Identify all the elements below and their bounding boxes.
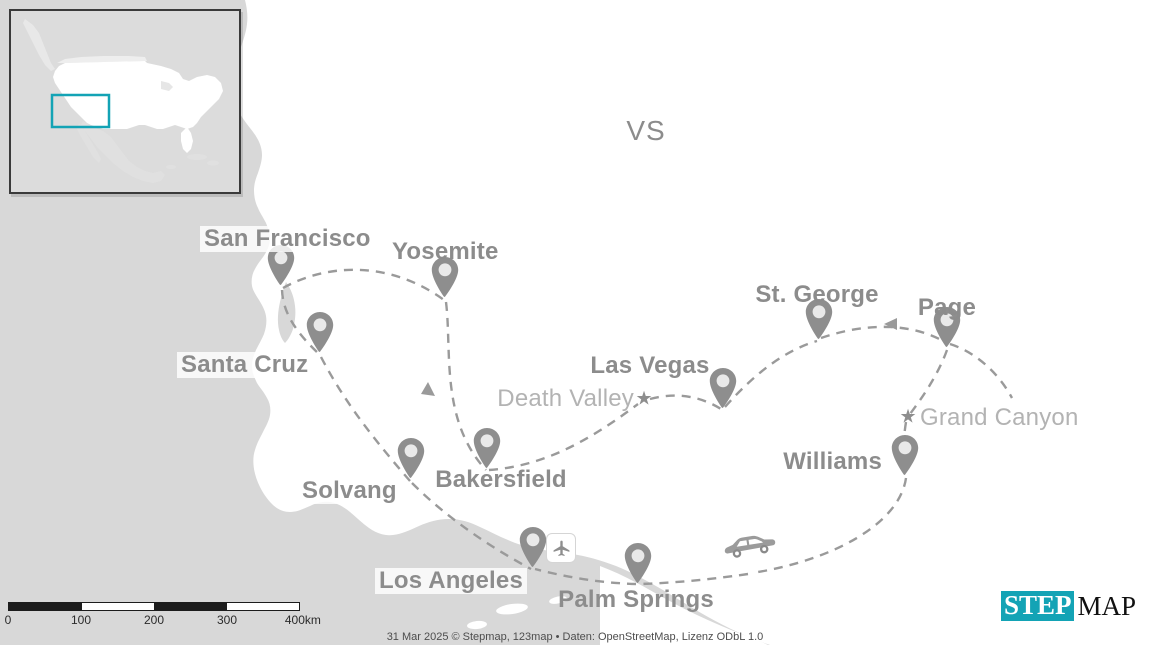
- map-label-grand-canyon: Grand Canyon: [920, 404, 1079, 431]
- map-label-san-francisco: San Francisco: [200, 226, 375, 252]
- inset-lakes: [161, 81, 173, 91]
- inset-viewport-rect[interactable]: [50, 93, 111, 129]
- inland-water: [300, 535, 383, 568]
- map-label-bakersfield: Bakersfield: [435, 466, 567, 493]
- map-pin-page[interactable]: [932, 307, 962, 347]
- map-label-yosemite: Yosemite: [392, 238, 499, 265]
- map-pin-williams[interactable]: [890, 435, 920, 475]
- scale-bar-labels: 0 100 200 300 400km: [4, 613, 321, 629]
- airplane-icon[interactable]: [546, 533, 576, 563]
- island-shape: [496, 603, 528, 615]
- logo-map-text: MAP: [1077, 590, 1136, 621]
- inset-florida: [181, 127, 193, 153]
- island-shape: [549, 596, 567, 604]
- map-label-solvang: Solvang: [298, 478, 401, 504]
- map-pin-santa-cruz[interactable]: [305, 312, 335, 352]
- inset-canada: [57, 56, 147, 63]
- scale-bar: 0 100 200 300 400km: [4, 602, 321, 629]
- attribution-text: 31 Mar 2025 © Stepmap, 123map • Daten: O…: [386, 631, 764, 643]
- scale-tick-label: 0: [4, 613, 12, 627]
- map-label-page: Page: [917, 294, 977, 321]
- map-label-death-valley: Death Valley: [497, 385, 634, 412]
- map-pin-bakersfield[interactable]: [472, 428, 502, 468]
- map-label-los-angeles: Los Angeles: [375, 568, 528, 594]
- inset-island: [187, 154, 207, 160]
- map-pin-los-angeles[interactable]: [518, 527, 548, 567]
- map-label-palm-springs: Palm Springs: [558, 586, 714, 613]
- map-pin-san-francisco[interactable]: [266, 245, 296, 285]
- inset-landmass: [53, 61, 223, 129]
- map-label-williams: Williams: [783, 448, 882, 475]
- map-pin-las-vegas[interactable]: [708, 368, 738, 408]
- map-pin-solvang[interactable]: [396, 438, 426, 478]
- scale-segment: [9, 603, 82, 610]
- star-marker-death-valley[interactable]: ★: [635, 388, 653, 410]
- scale-segment: [82, 603, 155, 610]
- inset-island: [207, 160, 219, 166]
- map-pin-st-george[interactable]: [804, 299, 834, 339]
- scale-bar-track: [8, 602, 300, 611]
- map-pin-yosemite[interactable]: [430, 257, 460, 297]
- inset-coast: [23, 19, 55, 71]
- baja-peninsula: [600, 566, 768, 645]
- inset-baja: [77, 123, 101, 163]
- map-label-las-vegas: Las Vegas: [590, 352, 710, 379]
- inset-mexico: [81, 121, 165, 183]
- scale-tick-label: 400km: [284, 613, 321, 627]
- island-shape: [467, 620, 487, 630]
- star-marker-grand-canyon[interactable]: ★: [899, 406, 917, 428]
- map-label-st-george: St. George: [755, 281, 879, 308]
- scale-tick-label: 200: [143, 613, 165, 627]
- scale-tick-label: 300: [216, 613, 238, 627]
- inset-island: [166, 165, 176, 169]
- scale-segment: [227, 603, 300, 610]
- map-pin-palm-springs[interactable]: [623, 543, 653, 583]
- page-title: VS: [626, 115, 666, 146]
- scale-segment: [154, 603, 227, 610]
- car-icon: [721, 529, 779, 563]
- scale-tick-label: 100: [70, 613, 92, 627]
- logo-step-text: STEP: [1000, 591, 1075, 621]
- map-label-santa-cruz: Santa Cruz: [177, 352, 313, 378]
- overview-inset-map[interactable]: [9, 9, 241, 194]
